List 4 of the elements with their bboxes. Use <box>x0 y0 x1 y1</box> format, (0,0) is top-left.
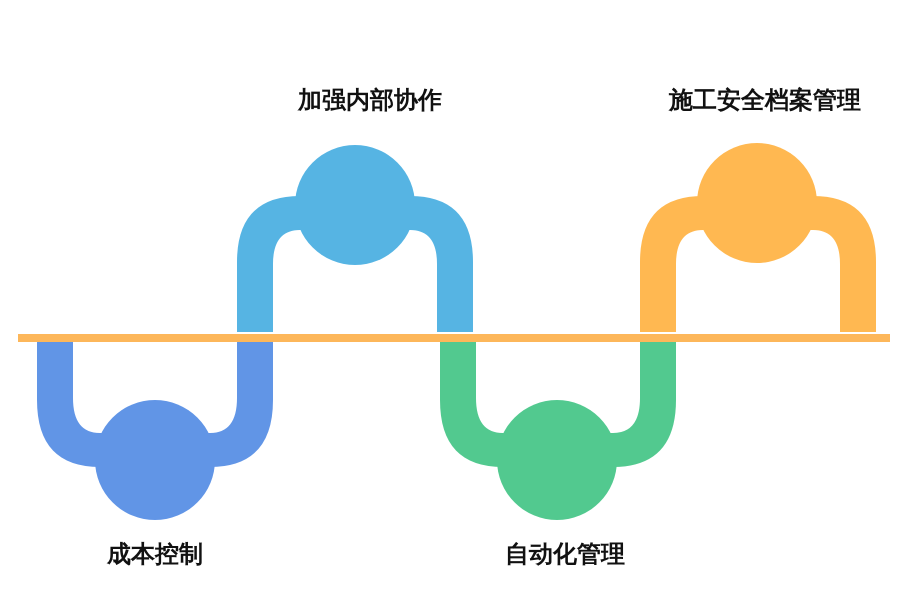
heading: 自动化管理 <box>505 539 625 570</box>
heading: 加强内部协作 <box>298 85 442 116</box>
heading: 施工安全档案管理 <box>669 85 861 116</box>
heading: 成本控制 <box>107 539 203 570</box>
